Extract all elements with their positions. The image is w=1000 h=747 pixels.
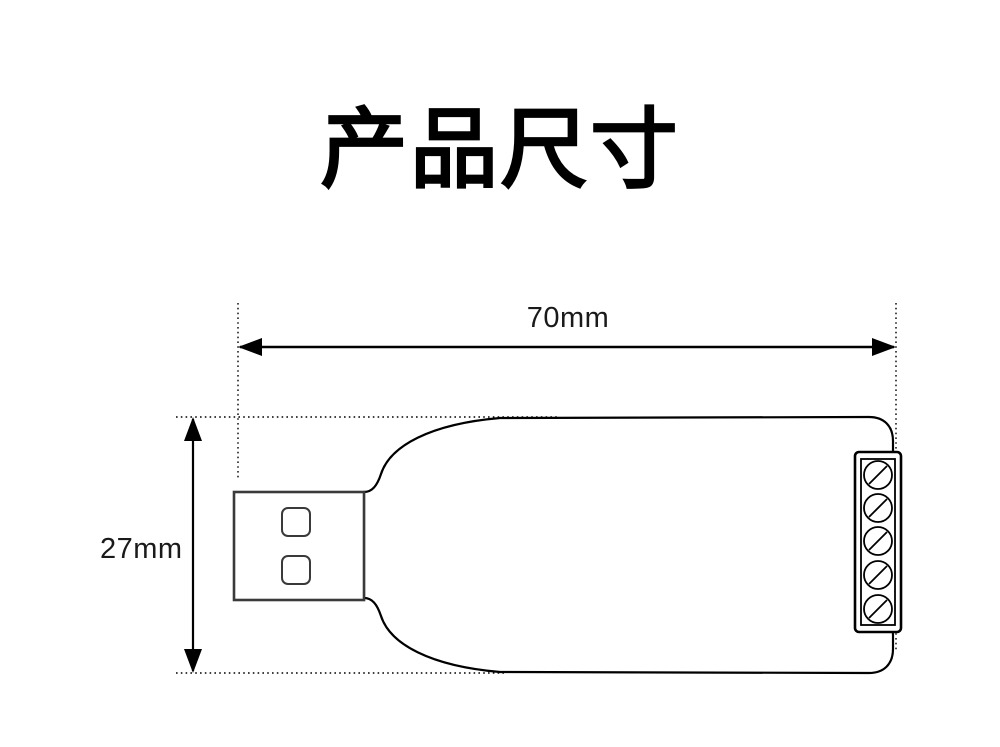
page-title: 产品尺寸: [319, 98, 680, 201]
adapter-housing-outline: [362, 415, 895, 675]
screw-terminal-block: [853, 450, 903, 634]
usb-plug-cutout-upper: [281, 507, 311, 537]
terminal-screw: [863, 560, 893, 590]
dimension-label-bg-horizontal: [510, 300, 626, 338]
terminal-screw: [863, 460, 893, 490]
arrowhead-down-icon: [184, 649, 202, 673]
usb-plug-cutout-lower: [281, 555, 311, 585]
usb-a-connector: [232, 490, 366, 602]
dimension-horizontal: 70mm: [238, 300, 896, 356]
dimension-label-length: 70mm: [527, 302, 610, 334]
arrowhead-left-icon: [238, 338, 262, 356]
arrowhead-up-icon: [184, 417, 202, 441]
dimension-vertical: 27mm: [100, 417, 202, 673]
terminal-screw: [863, 594, 893, 624]
dimension-label-width: 27mm: [100, 533, 183, 565]
arrowhead-right-icon: [872, 338, 896, 356]
terminal-screw: [863, 493, 893, 523]
terminal-screw: [863, 526, 893, 556]
